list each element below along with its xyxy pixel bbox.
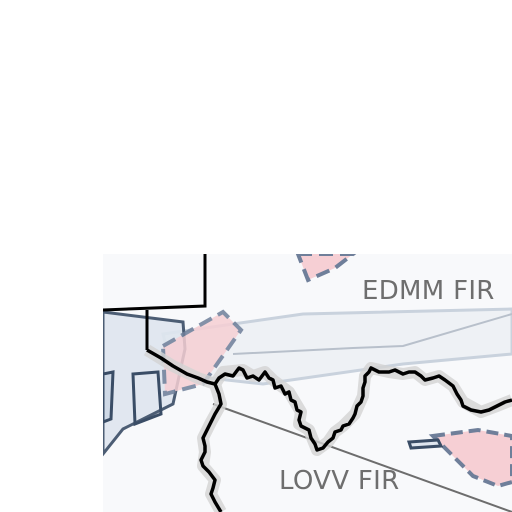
- airspace-boundary-corner: [103, 254, 207, 312]
- restricted-corridor-east: [406, 438, 444, 450]
- fir-label-lovv: LOVV FIR: [279, 466, 400, 496]
- fir-label-edmm: EDMM FIR: [362, 276, 495, 306]
- restricted-area-north: [295, 254, 357, 283]
- country-border-south: [199, 383, 223, 512]
- controlled-airspace-inner: [103, 370, 115, 424]
- map-tile[interactable]: [103, 254, 512, 512]
- fir-boundary-line: [212, 403, 512, 512]
- controlled-airspace-sector: [131, 370, 163, 427]
- country-border: [146, 348, 512, 452]
- fir-boundary-upper: [232, 313, 512, 355]
- map-canvas[interactable]: [103, 254, 512, 512]
- restricted-area-east: [428, 427, 512, 489]
